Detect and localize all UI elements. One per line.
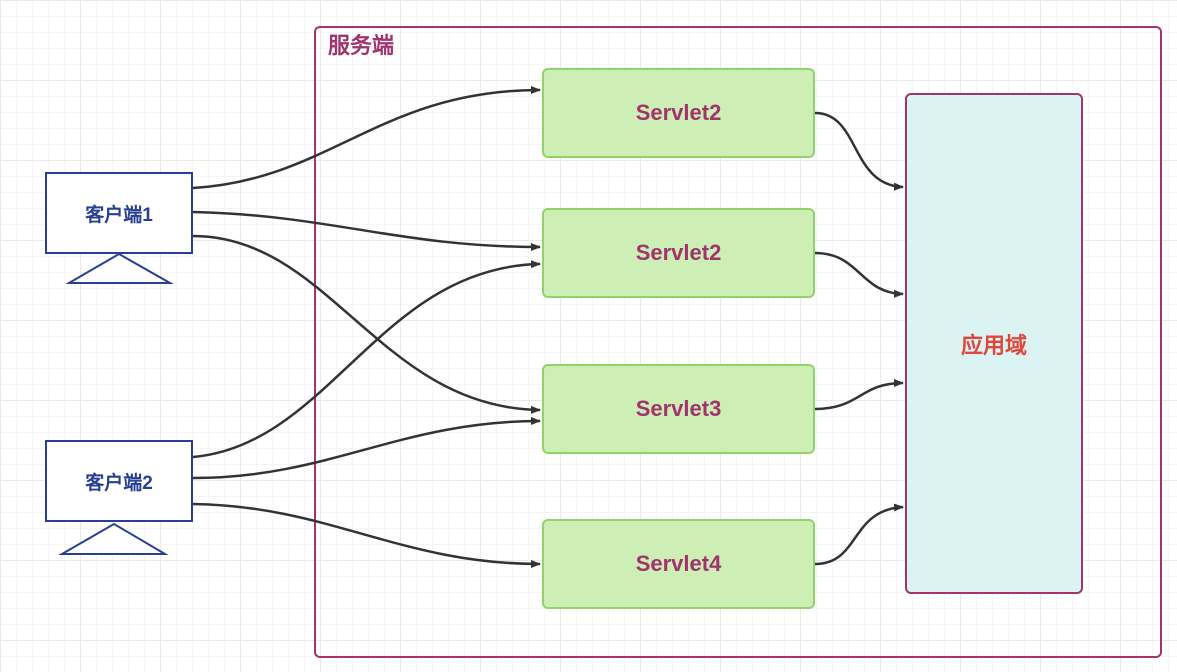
edge-client1-servlet2: [192, 210, 541, 251]
edge-servlet4-domain: [814, 503, 904, 566]
servlet-node-3[interactable]: Servlet3: [542, 364, 815, 454]
edge-client2-servlet4: [192, 502, 541, 568]
edge-client2-servlet3: [192, 417, 541, 480]
server-title: 服务端: [328, 33, 395, 58]
monitor-stand-icon-1: [65, 252, 174, 284]
monitor-stand-icon-2: [58, 522, 169, 555]
edge-servlet2-domain: [814, 251, 904, 298]
servlet-node-4[interactable]: Servlet4: [542, 519, 815, 609]
client-node-2[interactable]: 客户端2: [45, 440, 193, 522]
servlet-node-2[interactable]: Servlet2: [542, 208, 815, 298]
servlet-node-1[interactable]: Servlet2: [542, 68, 815, 158]
edge-client1-servlet3: [192, 234, 541, 414]
server-container: [314, 26, 1162, 658]
edge-servlet1-domain: [814, 111, 904, 191]
edge-client2-servlet2: [192, 260, 541, 459]
edge-servlet3-domain: [814, 379, 904, 411]
edge-client1-servlet1: [192, 86, 541, 190]
application-domain-node[interactable]: 应用域: [905, 93, 1083, 594]
